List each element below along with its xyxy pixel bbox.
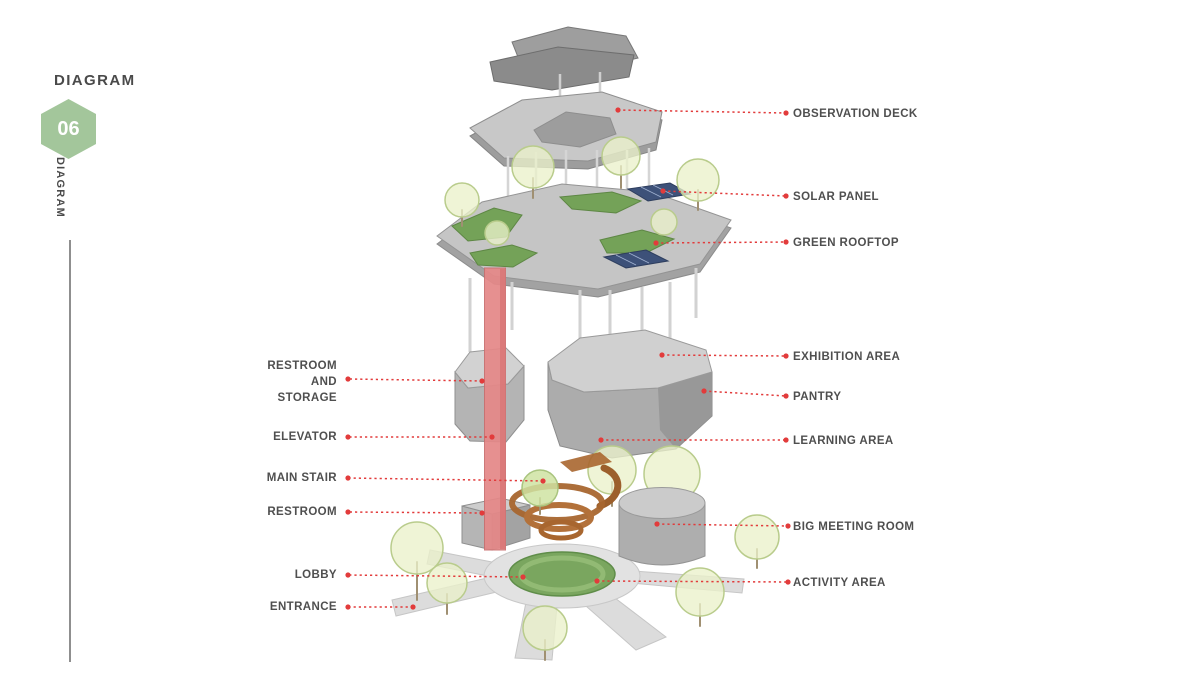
vertical-title: DIAGRAM bbox=[54, 157, 66, 218]
label-solar-panel: SOLAR PANEL bbox=[793, 191, 879, 203]
leader-lines bbox=[345, 107, 791, 610]
label-exhibition-area: EXHIBITION AREA bbox=[793, 351, 901, 363]
tree bbox=[390, 521, 444, 575]
label-entrance: ENTRANCE bbox=[269, 601, 337, 613]
elevator-shaft bbox=[484, 267, 506, 551]
exhibition-volume bbox=[547, 329, 713, 459]
tree bbox=[426, 562, 468, 604]
tree bbox=[734, 514, 780, 560]
green-patches bbox=[451, 191, 676, 268]
vertical-rule bbox=[69, 240, 71, 662]
diagram-number: 06 bbox=[57, 117, 80, 140]
label-learning-area: LEARNING AREA bbox=[793, 435, 894, 447]
label-main-stair: MAIN STAIR bbox=[266, 472, 337, 484]
label-lobby: LOBBY bbox=[294, 569, 337, 581]
tree bbox=[511, 145, 555, 189]
big-meeting-room-cylinder bbox=[618, 487, 706, 566]
tree bbox=[522, 605, 568, 651]
tree bbox=[601, 136, 641, 176]
label-elevator: ELEVATOR bbox=[273, 431, 337, 443]
label-green-rooftop: GREEN ROOFTOP bbox=[793, 237, 899, 249]
tree bbox=[650, 208, 678, 236]
label-restroom: RESTROOM bbox=[267, 506, 337, 518]
canopy-roof bbox=[489, 26, 639, 96]
label-pantry: PANTRY bbox=[793, 391, 842, 403]
page-title: DIAGRAM bbox=[54, 72, 136, 89]
main-stair-spiral bbox=[509, 452, 622, 541]
label-observation-deck: OBSERVATION DECK bbox=[793, 108, 918, 120]
label-activity-area: ACTIVITY AREA bbox=[793, 577, 886, 589]
green-rooftop-level bbox=[436, 136, 732, 298]
tree bbox=[521, 469, 559, 507]
ground-trees bbox=[390, 469, 780, 661]
tree bbox=[676, 158, 720, 202]
tree bbox=[444, 182, 480, 218]
tree bbox=[675, 567, 725, 617]
rooftop-trees bbox=[444, 136, 720, 246]
label-big-meeting-room: BIG MEETING ROOM bbox=[793, 521, 915, 533]
label-restroom-and-storage: RESTROOM AND STORAGE bbox=[267, 360, 337, 404]
tree bbox=[484, 220, 510, 246]
